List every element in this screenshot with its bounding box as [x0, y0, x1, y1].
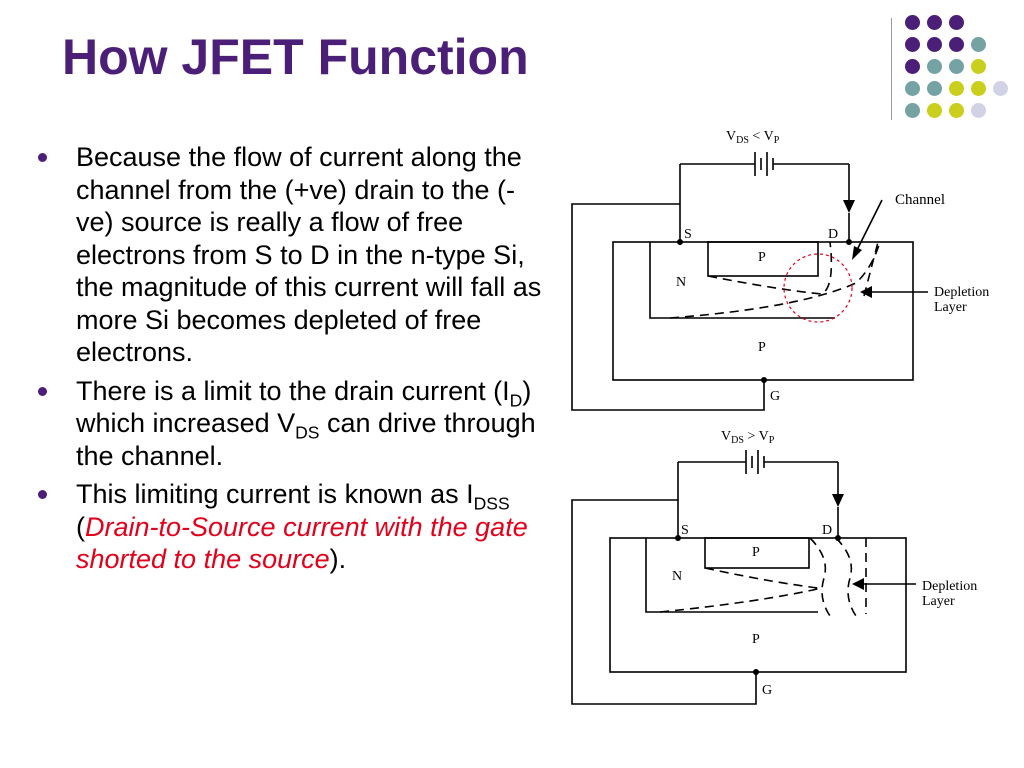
gate-label: G	[762, 683, 772, 698]
bullet-2-subscript-ds: DS	[295, 422, 320, 443]
decorative-dot	[971, 59, 986, 74]
source-label: S	[684, 227, 692, 242]
bullet-item-3: This limiting current is known as IDSS (…	[38, 478, 548, 576]
arrow-left-icon	[852, 578, 864, 590]
arrow-icon	[852, 246, 862, 260]
bullet-dot-icon	[38, 386, 47, 396]
bullet-3-text-part2: (	[76, 511, 85, 542]
gate-p-region	[707, 241, 819, 277]
bullet-list: Because the flow of current along the ch…	[38, 141, 548, 582]
decorative-dot	[905, 103, 920, 118]
decorative-dot	[949, 103, 964, 118]
bullet-2-text-part3: can drive through the channel.	[76, 408, 536, 471]
decorative-dot	[971, 37, 986, 52]
title-divider	[891, 18, 892, 120]
channel-boundary	[645, 538, 818, 613]
depletion-boundary-top	[707, 241, 833, 295]
decorative-dot	[949, 15, 964, 30]
bullet-1-text: Because the flow of current along the ch…	[76, 142, 542, 367]
depletion-label-line1: Depletion	[934, 285, 989, 300]
supply-label: VDS > VP	[721, 429, 775, 446]
supply-label: VDS < VP	[726, 129, 780, 146]
slide-title: How JFET Function	[62, 29, 529, 85]
battery-icon	[677, 450, 839, 538]
decorative-dot	[949, 37, 964, 52]
decorative-dot	[927, 59, 942, 74]
gate-p-label: P	[752, 545, 760, 560]
decorative-dot	[905, 81, 920, 96]
decorative-dot	[927, 37, 942, 52]
depletion-label-line2: Layer	[934, 300, 967, 315]
decorative-dot	[993, 81, 1008, 96]
arrow-down-icon	[843, 200, 855, 213]
depletion-label-line2: Layer	[922, 594, 955, 609]
decorative-dot	[927, 81, 942, 96]
depletion-boundary-bottom	[659, 587, 823, 613]
gate-p-region	[704, 537, 810, 569]
bullet-2-text-part2: ) which increased V	[76, 375, 532, 439]
bullet-item-1: Because the flow of current along the ch…	[38, 141, 548, 369]
channel-boundary	[649, 242, 835, 319]
depletion-label-line1: Depletion	[922, 579, 977, 594]
bullet-item-2: There is a limit to the drain current (I…	[38, 375, 548, 473]
bullet-3-definition: Drain-to-Source current with the gate sh…	[76, 511, 528, 575]
bullet-2-subscript-d: D	[509, 389, 523, 410]
channel-label: Channel	[895, 192, 945, 208]
decorative-dot	[905, 37, 920, 52]
gate-wire	[571, 203, 765, 411]
bullet-2-text-part1: There is a limit to the drain current (I	[76, 375, 510, 406]
bullet-3-text-part1: This limiting current is known as I	[76, 479, 474, 509]
pinch-highlight-circle	[783, 253, 853, 323]
decorative-dot	[949, 81, 964, 96]
decorative-dot	[905, 59, 920, 74]
drain-label: D	[822, 523, 832, 538]
decorative-dot	[927, 103, 942, 118]
battery-icon	[679, 152, 850, 242]
jfet-diagram-vds-less-than-vp: VDS < VP S D P N	[560, 118, 1020, 423]
depletion-curve-left	[809, 537, 831, 617]
decorative-dot	[927, 15, 942, 30]
bullet-dot-icon	[38, 153, 47, 162]
gate-label: G	[770, 389, 780, 404]
gate-p-label: P	[758, 250, 766, 265]
depletion-curve-right	[835, 537, 857, 617]
bullet-dot-icon	[38, 490, 47, 499]
substrate-p-label: P	[758, 340, 766, 355]
decorative-dot	[905, 15, 920, 30]
drain-label: D	[828, 227, 838, 242]
gate-wire	[571, 499, 757, 705]
n-region-label: N	[676, 275, 686, 290]
arrow-down-icon	[832, 494, 844, 507]
depletion-boundary-top	[704, 567, 819, 589]
decorative-dot	[971, 103, 986, 118]
decorative-dot	[949, 59, 964, 74]
n-region-label: N	[672, 569, 682, 584]
jfet-diagram-vds-greater-than-vp: VDS > VP S D P N P G	[560, 418, 1020, 713]
bullet-3-subscript-dss: DSS	[473, 493, 510, 514]
depletion-boundary-bottom	[669, 241, 881, 319]
substrate-p-label: P	[752, 632, 760, 647]
bullet-3-text-part3: ).	[329, 544, 347, 574]
decorative-dot	[971, 81, 986, 96]
source-label: S	[681, 523, 689, 538]
arrow-left-icon	[860, 286, 872, 298]
